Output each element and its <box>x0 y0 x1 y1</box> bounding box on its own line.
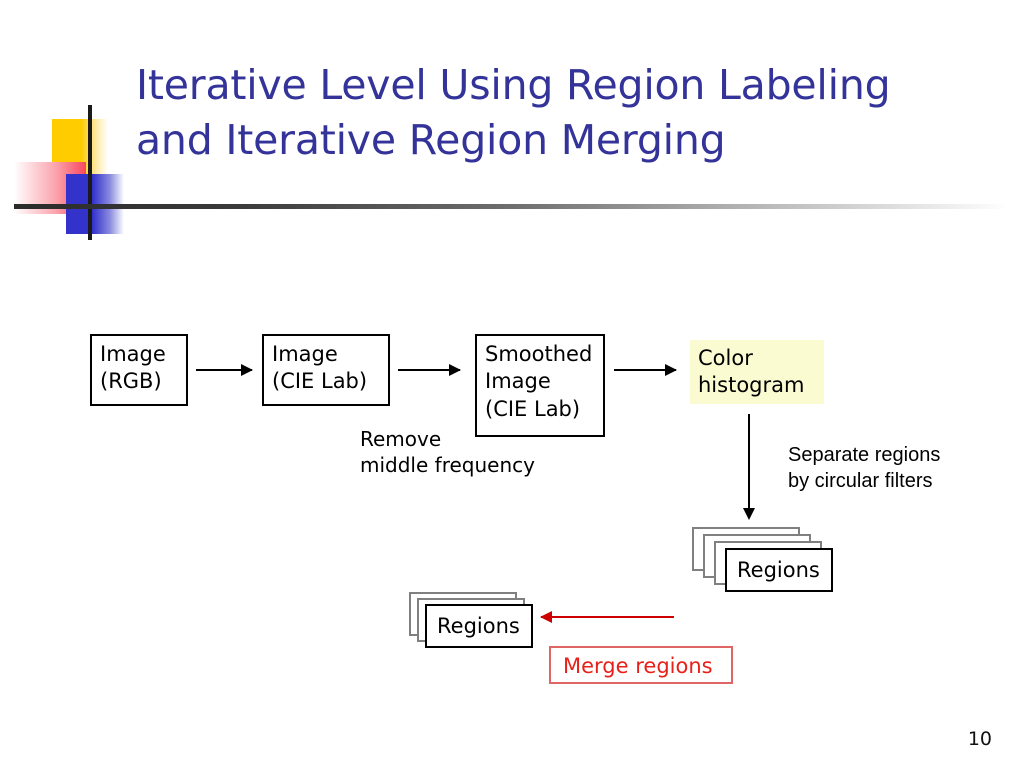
logo-horizontal-rule <box>14 204 1009 209</box>
arrow-merge-feedback <box>540 611 674 623</box>
merge-regions-box[interactable]: Merge regions <box>549 646 733 684</box>
page-title-line-2: and Iterative Region Merging <box>136 115 726 164</box>
node-image-rgb[interactable]: Image (RGB) <box>90 334 188 406</box>
node-color-histogram[interactable]: Color histogram <box>690 340 824 404</box>
arrow-rgb-to-cielab <box>196 364 253 376</box>
caption-remove-middle-frequency: Remove middle frequency <box>360 427 535 478</box>
node-smoothed-image[interactable]: Smoothed Image (CIE Lab) <box>475 334 605 437</box>
node-image-cielab[interactable]: Image (CIE Lab) <box>262 334 390 406</box>
stack-regions-lower[interactable]: Regions <box>409 592 539 652</box>
stack-regions-upper[interactable]: Regions <box>692 527 833 597</box>
stack-regions-upper-label: Regions <box>725 548 833 592</box>
decorative-logo <box>14 105 1009 240</box>
arrow-histogram-to-regions <box>743 414 755 520</box>
arrow-cielab-to-smoothed <box>398 364 461 376</box>
stack-regions-lower-label: Regions <box>425 604 533 648</box>
logo-vertical-rule <box>88 105 92 240</box>
page-title-line-1: Iterative Level Using Region Labeling <box>136 61 891 109</box>
page-number: 10 <box>967 728 992 750</box>
page-title: Iterative Level Using Region Labeling an… <box>136 58 996 167</box>
arrow-smoothed-to-histogram <box>614 364 677 376</box>
caption-separate-regions: Separate regions by circular filters <box>788 444 941 493</box>
